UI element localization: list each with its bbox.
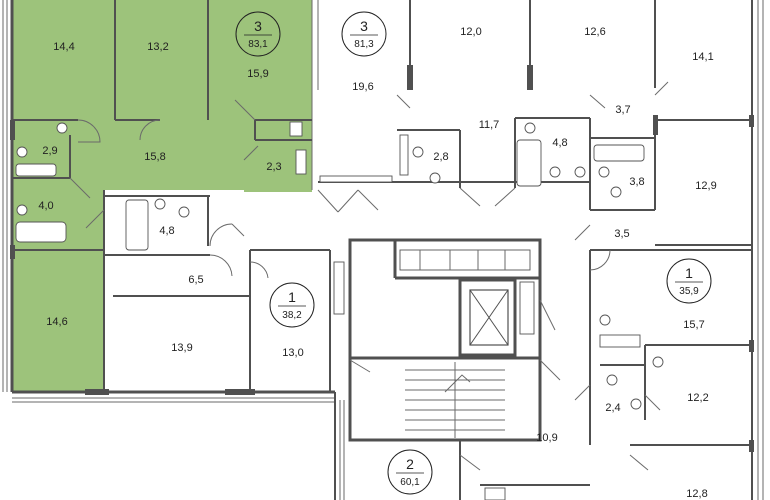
room-area: 2,3 [266,161,281,173]
apartment-area: 83,1 [248,39,268,50]
room-area: 4,8 [552,137,567,149]
apartment-badge-2-bottom[interactable]: 2 60,1 [387,449,433,495]
apartment-rooms: 2 [406,456,414,472]
staircase [405,362,505,438]
room-area: 3,7 [615,104,630,116]
room-area: 15,8 [144,151,165,163]
room-area: 4,8 [159,225,174,237]
apartment-rooms: 3 [254,18,262,34]
room-area: 12,8 [686,488,707,500]
apartment-rooms: 1 [288,289,296,305]
room-area: 2,8 [433,151,448,163]
apartment-area: 35,9 [679,286,699,297]
room-area: 12,0 [460,26,481,38]
apartment-area: 38,2 [282,310,302,321]
window-marks [10,65,754,452]
room-area: 12,6 [584,26,605,38]
room-area: 13,2 [147,41,168,53]
room-area: 15,9 [247,68,268,80]
room-area: 4,0 [38,200,53,212]
room-area: 14,1 [692,51,713,63]
room-labels: 14,4 13,2 15,9 2,9 15,8 2,3 4,0 14,6 19,… [38,26,716,500]
room-area: 3,8 [629,176,644,188]
room-area: 12,2 [687,392,708,404]
room-area: 19,6 [352,81,373,93]
apartment-rooms: 1 [685,265,693,281]
apartment-badge-1-right[interactable]: 1 35,9 [666,258,712,304]
apartment-rooms: 3 [360,18,368,34]
highlighted-apartment[interactable] [12,0,312,392]
bathroom-fixtures [15,121,664,500]
room-area: 3,5 [614,228,629,240]
room-area: 2,9 [42,145,57,157]
room-area: 14,6 [46,316,67,328]
room-area: 13,0 [282,347,303,359]
apartment-badge-1-left[interactable]: 1 38,2 [269,282,315,328]
room-area: 15,7 [683,319,704,331]
room-area: 6,5 [188,274,203,286]
apartment-area: 60,1 [400,477,420,488]
doors [69,81,669,471]
room-area: 12,9 [695,180,716,192]
room-area: 2,4 [605,402,620,414]
room-area: 14,4 [53,41,74,53]
apartment-area: 81,3 [354,39,374,50]
room-area: 10,9 [536,432,557,444]
apartment-badge-3-upper[interactable]: 3 81,3 [341,11,387,57]
apartment-badge-3-highlighted[interactable]: 3 83,1 [235,11,281,57]
elevator-shaft [469,289,509,346]
room-area: 11,7 [479,119,500,131]
room-area: 13,9 [171,342,192,354]
